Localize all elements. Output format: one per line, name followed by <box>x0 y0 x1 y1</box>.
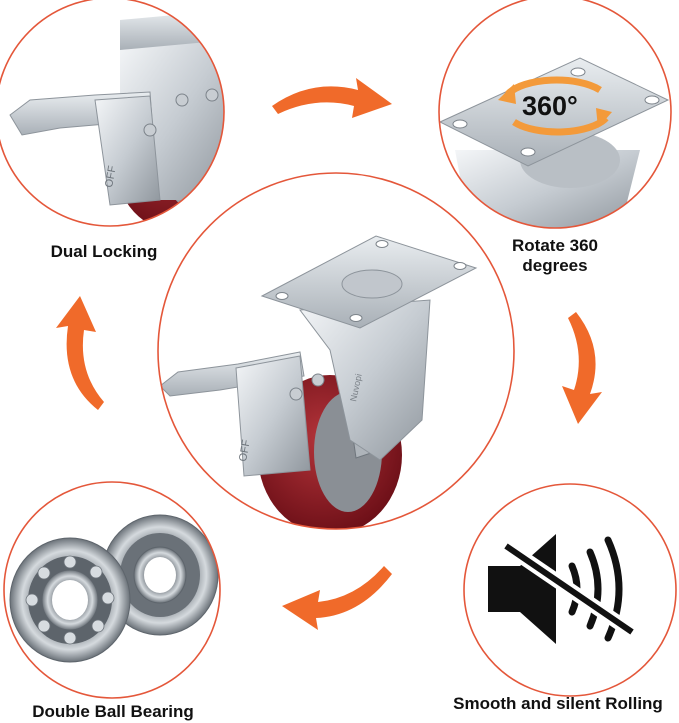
mute-speaker-icon <box>488 534 636 644</box>
smooth-label: Smooth and silent Rolling <box>453 694 663 713</box>
main-caster-image: OFF Nuvopi <box>158 173 514 529</box>
cycle-arrow-icon <box>56 78 602 630</box>
rotation-arrow-icon <box>498 76 612 136</box>
rear-bearing <box>101 514 219 636</box>
bearing-feature <box>3 481 221 699</box>
dual-locking-feature: OFF <box>0 0 225 227</box>
center-off-stamp: OFF <box>237 439 253 463</box>
rotate-label-line2: degrees <box>522 256 588 275</box>
arrow-top <box>272 78 392 118</box>
arrow-right <box>562 312 602 424</box>
rotate-label: Rotate 360 degrees <box>490 236 620 276</box>
rotate-badge: 360° <box>522 91 578 121</box>
rotate-label-line1: Rotate 360 <box>512 236 598 255</box>
main-caster: OFF Nuvopi <box>157 172 515 530</box>
rotate-ring <box>438 0 672 229</box>
bearing-image <box>4 482 220 698</box>
front-bearing <box>9 537 131 663</box>
arrow-left <box>56 296 104 410</box>
dual-locking-ring <box>0 0 225 227</box>
bearing-ring <box>3 481 221 699</box>
arrow-bottom <box>282 566 392 630</box>
main-caster-ring <box>157 172 515 530</box>
smooth-feature <box>463 483 677 697</box>
dual-locking-image: OFF <box>0 0 224 226</box>
bearing-label: Double Ball Bearing <box>32 702 194 721</box>
dual-locking-label: Dual Locking <box>50 242 158 261</box>
off-stamp: OFF <box>103 165 119 189</box>
rotate-image: 360° <box>439 0 671 228</box>
rotate-feature: 360° <box>438 0 672 229</box>
